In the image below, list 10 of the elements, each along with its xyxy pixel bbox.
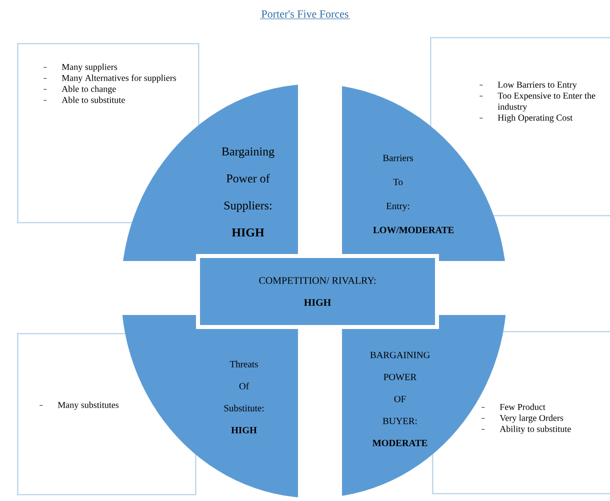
node-label: Bargaining Power of Suppliers: [222, 147, 274, 212]
node-label: LOW/MODERATE [373, 226, 454, 234]
node-label: HIGH [232, 228, 264, 237]
node-label: HIGH [231, 426, 257, 434]
node-label: Threats Of Substitute: [224, 360, 264, 412]
title: Porter's Five Forces [260, 10, 350, 20]
node-label: BARGAINING POWER OF BUYER: [370, 352, 430, 424]
node-label: Barriers To Entry: [382, 154, 413, 212]
center-box: COMPETITION/ RIVALRY: HIGH [196, 254, 439, 329]
node-label: MODERATE [372, 440, 428, 446]
